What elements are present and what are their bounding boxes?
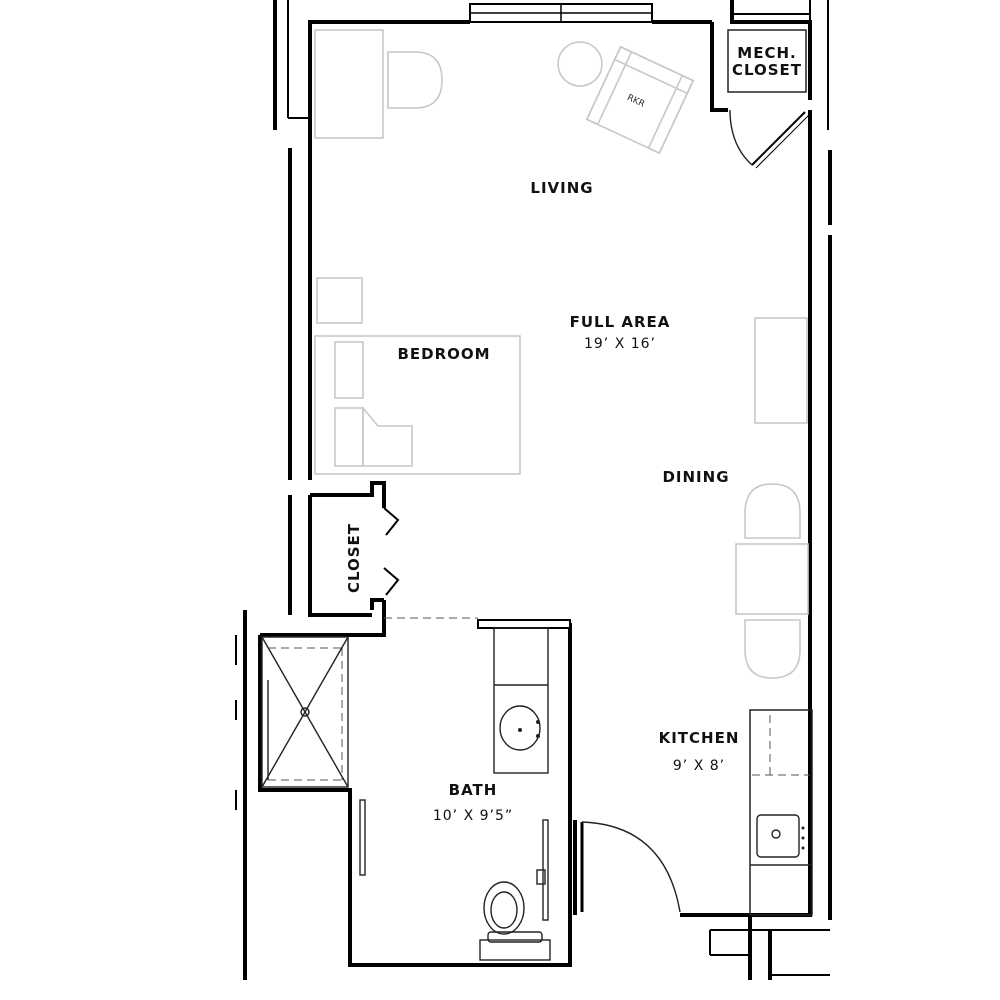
closet-bifold-door [383,507,400,596]
living-label: LIVING [530,179,593,197]
adjacent-walls [235,0,832,980]
full-area-label: FULL AREA [570,313,671,331]
room-labels: LIVING FULL AREA 19’ X 16’ BEDROOM DININ… [345,44,802,824]
mech-closet-label-line1: MECH. [737,44,796,62]
mech-closet-door [729,109,810,169]
full-area-dimensions: 19’ X 16’ [584,336,656,352]
bath-dimensions: 10’ X 9’5” [433,808,513,824]
bedroom-label: BEDROOM [397,345,490,363]
kitchen-dimensions: 9’ X 8’ [673,758,725,774]
kitchen-counter [749,709,813,916]
furniture: RKR [314,29,809,679]
closet-label: CLOSET [345,523,363,593]
unit-walls [258,0,830,980]
doors [383,109,810,913]
vanity-sink [493,627,549,774]
shower [261,636,349,788]
window [469,3,653,23]
kitchen-label: KITCHEN [659,729,740,747]
dining-label: DINING [662,468,729,486]
svg-text:RKR: RKR [625,93,646,110]
mech-closet-label-line2: CLOSET [732,61,802,79]
bath-label: BATH [449,781,498,799]
bath-fixtures [261,627,551,961]
toilet [479,881,551,961]
entry-door [580,821,681,913]
